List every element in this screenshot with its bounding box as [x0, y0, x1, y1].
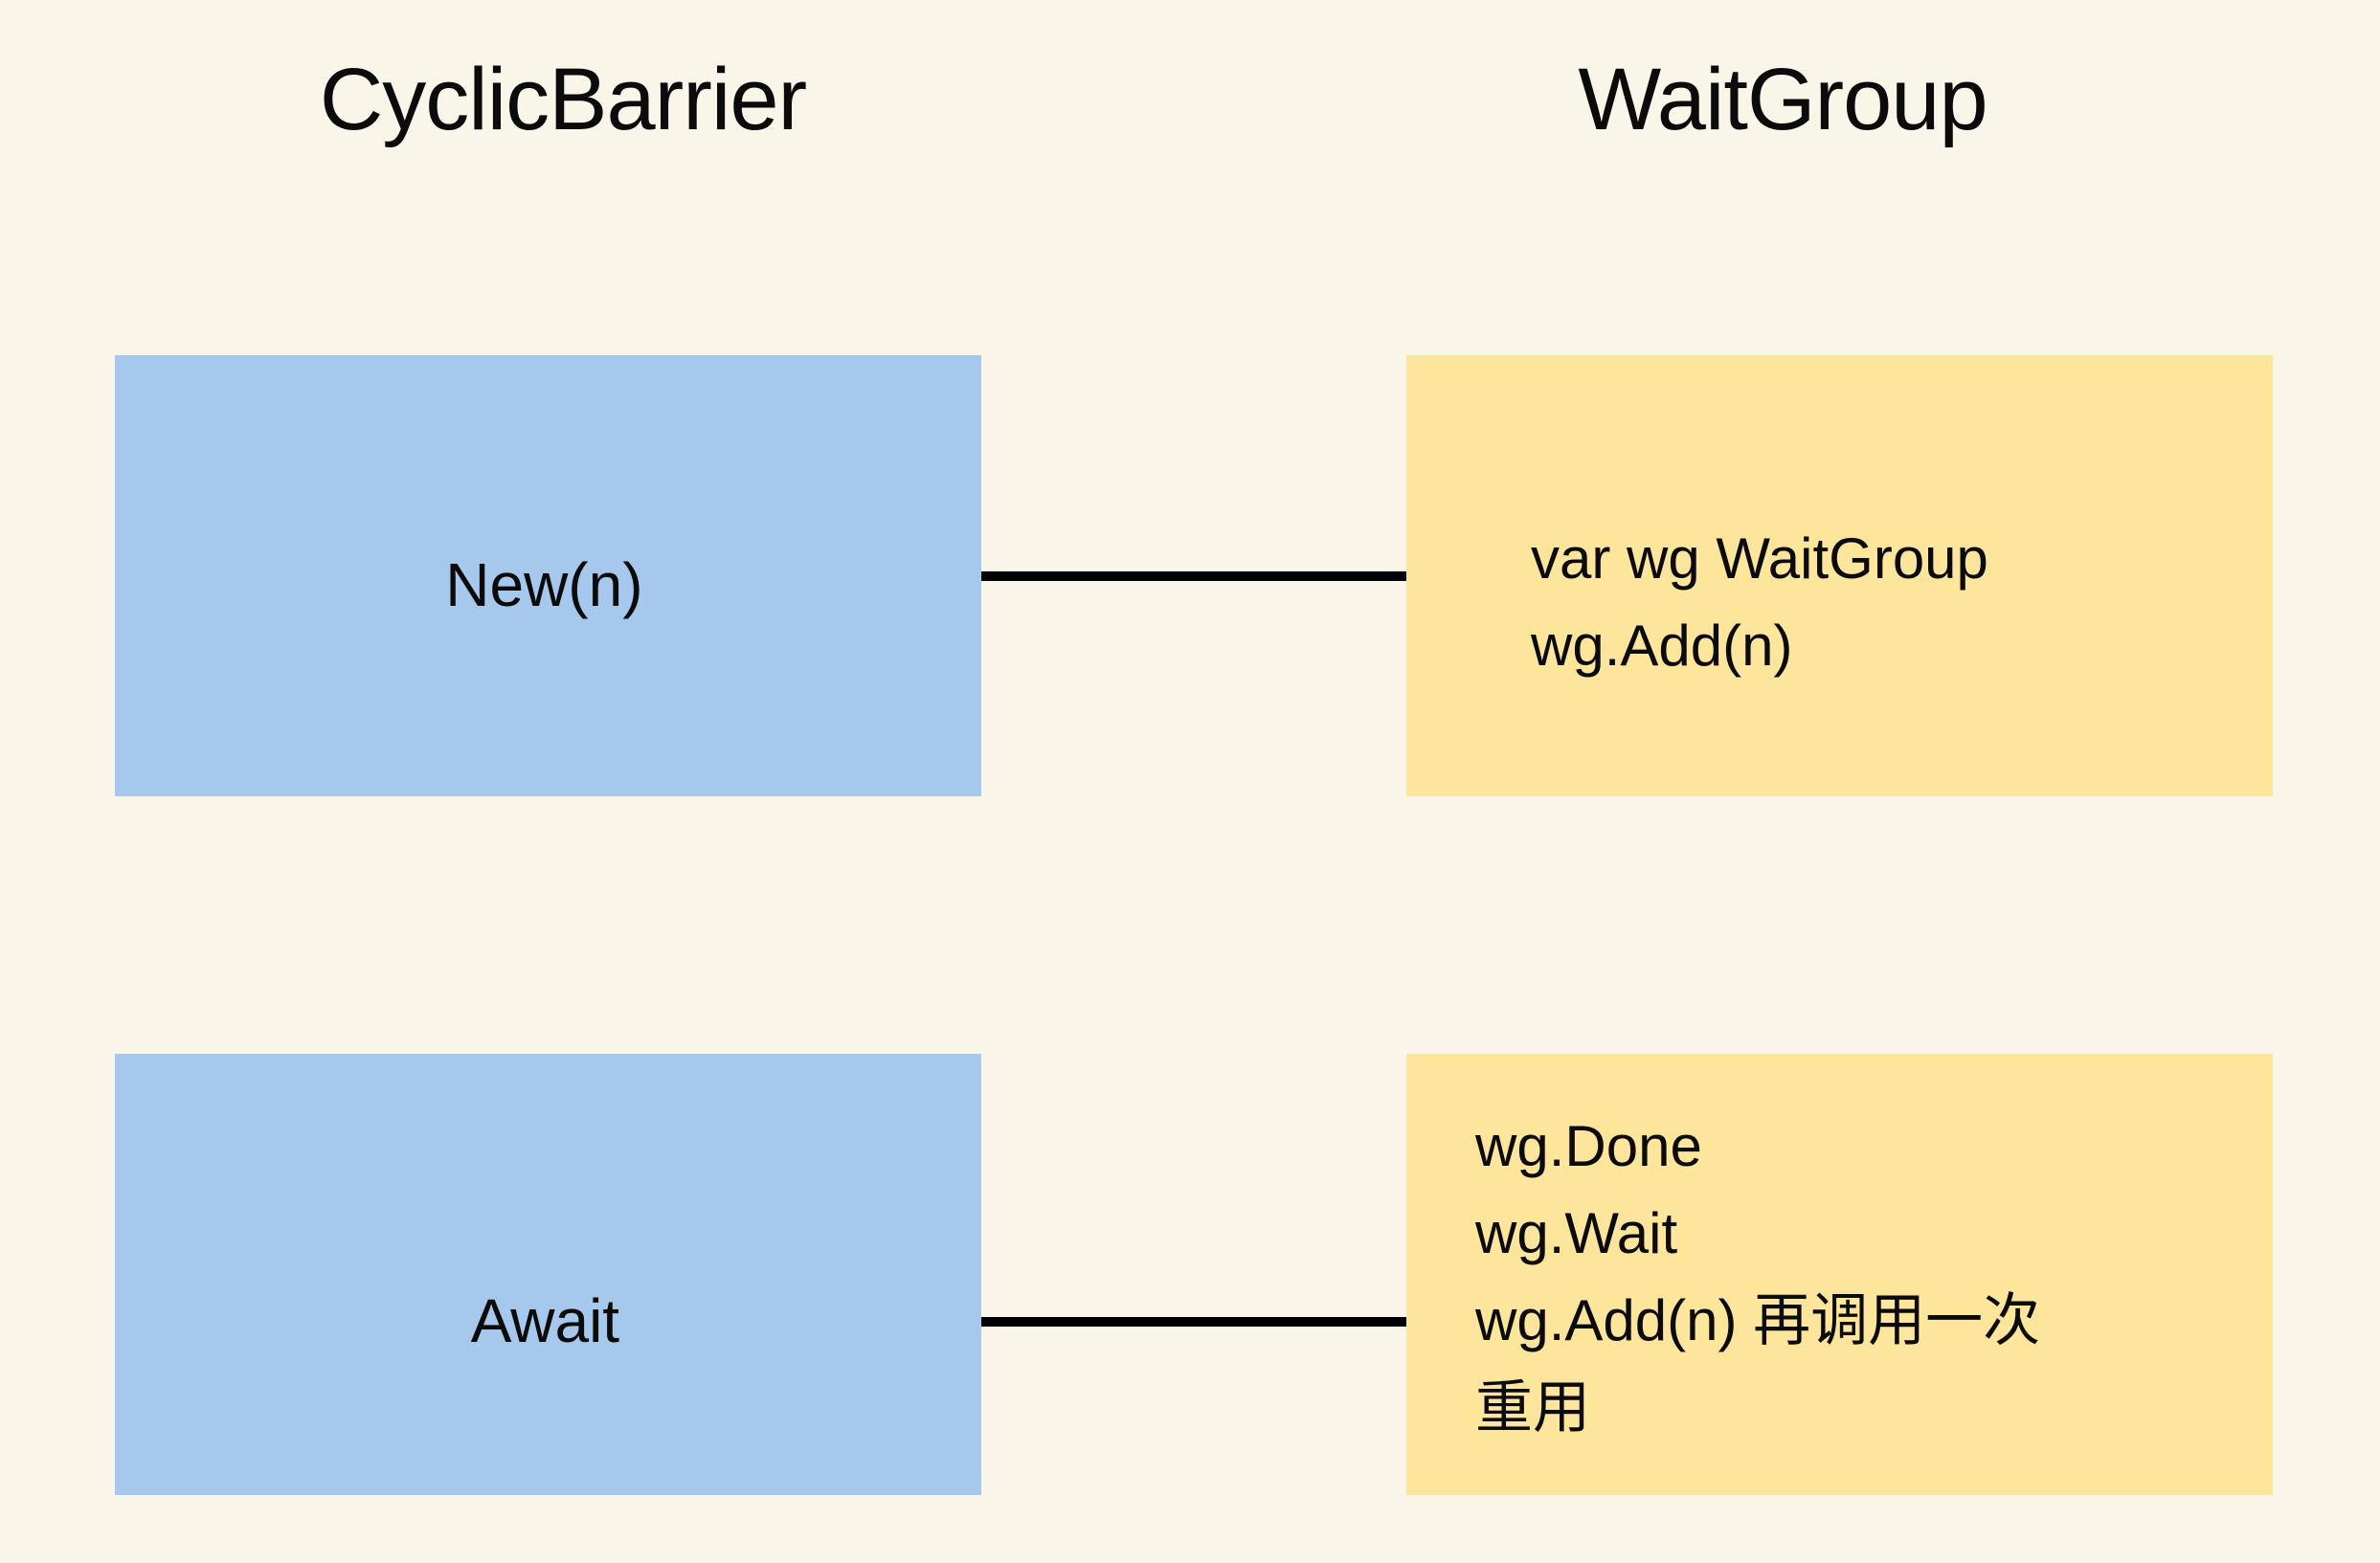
code-line: var wg WaitGroup [1531, 526, 1988, 592]
node-cyclicbarrier-new: New(n) [115, 355, 981, 796]
code-block: wg.Done wg.Wait wg.Add(n) 再调用一次 重用 [1406, 1103, 2273, 1451]
node-waitgroup-init: var wg WaitGroup wg.Add(n) [1406, 355, 2273, 796]
code-line: 重用 [1475, 1374, 1590, 1440]
code-line: wg.Add(n) [1531, 614, 1793, 679]
connector-line-bottom [981, 1317, 1406, 1327]
connector-line-top [981, 571, 1406, 581]
code-line: wg.Add(n) 再调用一次 [1475, 1287, 2041, 1352]
node-label: Await [470, 1285, 620, 1355]
node-label: New(n) [445, 549, 643, 619]
code-line: wg.Wait [1475, 1200, 1678, 1265]
code-block: var wg WaitGroup wg.Add(n) [1406, 515, 2273, 689]
node-cyclicbarrier-await: Await [115, 1054, 981, 1495]
node-waitgroup-reuse: wg.Done wg.Wait wg.Add(n) 再调用一次 重用 [1406, 1054, 2273, 1495]
column-title-waitgroup: WaitGroup [1578, 51, 1987, 148]
code-line: wg.Done [1475, 1113, 1702, 1178]
column-title-cyclicbarrier: CyclicBarrier [319, 51, 807, 148]
